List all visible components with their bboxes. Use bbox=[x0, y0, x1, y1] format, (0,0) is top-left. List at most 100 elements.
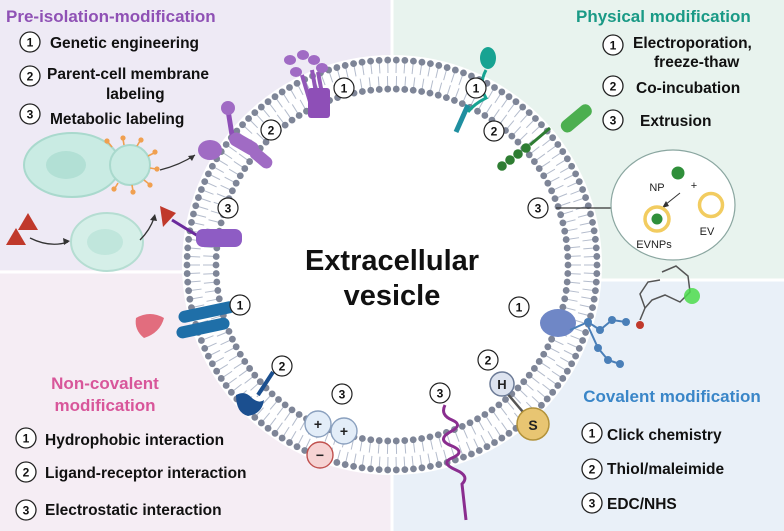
number-badge bbox=[581, 422, 603, 444]
membrane-marker-circle bbox=[527, 197, 549, 219]
membrane-marker-label: 2 bbox=[485, 354, 492, 368]
electroporation-molecule bbox=[453, 47, 496, 134]
covalent-item-1: 1 Click chemistry bbox=[581, 422, 722, 444]
physical-item-1: 1 Electroporation, freeze-thaw bbox=[602, 34, 752, 71]
metabolite-triangle bbox=[6, 228, 26, 245]
pre-isolation-item-1-label: Genetic engineering bbox=[50, 35, 199, 52]
inset-arrow-head bbox=[662, 201, 669, 208]
number-badge bbox=[581, 458, 603, 480]
covalent-item-2: 2 Thiol/maleimide bbox=[581, 458, 725, 480]
non-covalent-item-3: 3 Electrostatic interaction bbox=[15, 499, 222, 521]
pre-isolation-item-3-label: Metabolic labeling bbox=[50, 111, 184, 128]
membrane-marker: 3 bbox=[217, 197, 239, 219]
arrow-head bbox=[150, 214, 157, 221]
cell-nucleus bbox=[87, 229, 123, 255]
ligand-receptor bbox=[236, 370, 275, 416]
physical-item-1-label-line1: Electroporation, bbox=[633, 35, 752, 52]
pre-isolation-item-2-label-line1: Parent-cell membrane bbox=[47, 66, 209, 83]
metabolite-triangle bbox=[18, 213, 38, 230]
metabolic-labeling-illustration bbox=[6, 206, 176, 272]
number-badge-label: 2 bbox=[23, 466, 30, 480]
membrane-marker: 1 bbox=[333, 77, 355, 99]
number-badge-label: 3 bbox=[27, 108, 34, 122]
non-covalent-title-line1: Non-covalent bbox=[51, 374, 159, 393]
inset-arrow bbox=[664, 192, 681, 206]
number-badge-label: 3 bbox=[589, 497, 596, 511]
membrane-marker-circle bbox=[331, 383, 353, 405]
membrane-marker: 2 bbox=[271, 355, 293, 377]
membrane-marker-label: 2 bbox=[491, 125, 498, 139]
membrane-marker-circle bbox=[429, 382, 451, 404]
physical-item-3-label: Extrusion bbox=[640, 113, 711, 130]
membrane-marker-circle bbox=[508, 296, 530, 318]
negative-charge-label: − bbox=[316, 447, 324, 463]
number-badge bbox=[602, 34, 624, 56]
number-badge bbox=[19, 103, 41, 125]
membrane-marker: 2 bbox=[483, 120, 505, 142]
membrane-marker-label: 3 bbox=[535, 202, 542, 216]
number-badge bbox=[581, 492, 603, 514]
membrane-marker-label: 3 bbox=[225, 202, 232, 216]
positive-charge-label: + bbox=[314, 416, 322, 432]
number-badge-label: 1 bbox=[610, 39, 617, 53]
covalent-item-1-label: Click chemistry bbox=[607, 427, 722, 444]
membrane-marker-label: 1 bbox=[237, 299, 244, 313]
center-title-line2: vesicle bbox=[344, 280, 441, 312]
thiol-maleimide: H S bbox=[489, 371, 550, 441]
budding-vesicle bbox=[109, 144, 151, 186]
membrane-marker-label: 1 bbox=[341, 82, 348, 96]
arrow-head bbox=[188, 155, 195, 161]
number-badge-label: 1 bbox=[27, 36, 34, 50]
evnps-label: EVNPs bbox=[636, 239, 672, 251]
positive-charge bbox=[304, 410, 332, 438]
h-circle bbox=[489, 371, 515, 397]
number-badge-label: 3 bbox=[23, 504, 30, 518]
pre-isolation-item-2: 2 Parent-cell membrane labeling bbox=[19, 65, 209, 103]
membrane-marker: 1 bbox=[229, 294, 251, 316]
membrane-label-dots bbox=[104, 135, 160, 195]
physical-item-1-label-line2: freeze-thaw bbox=[654, 54, 740, 71]
arrow-head bbox=[63, 238, 70, 245]
number-badge bbox=[19, 65, 41, 87]
membrane-marker-label: 3 bbox=[339, 388, 346, 402]
charge-particles: + + − bbox=[304, 410, 358, 469]
nanoparticle bbox=[671, 166, 685, 180]
physical-item-2: 2 Co-incubation bbox=[602, 75, 740, 97]
pre-isolation-title: Pre-isolation-modification bbox=[6, 7, 216, 26]
pre-isolation-item-2-label-line2: labeling bbox=[106, 86, 165, 103]
membrane-marker-label: 2 bbox=[268, 124, 275, 138]
membrane-marker: 3 bbox=[429, 382, 451, 404]
membrane-marker-label: 1 bbox=[473, 82, 480, 96]
membrane-marker-circle bbox=[465, 77, 487, 99]
fluorescent-tag bbox=[684, 288, 700, 304]
number-badge bbox=[15, 427, 37, 449]
membrane-marker: 1 bbox=[508, 296, 530, 318]
s-circle bbox=[516, 407, 550, 441]
covalent-title: Covalent modification bbox=[583, 387, 761, 406]
ev-label: EV bbox=[700, 226, 715, 238]
membrane-marker-circle bbox=[229, 294, 251, 316]
number-badge-label: 1 bbox=[23, 432, 30, 446]
plus-label: + bbox=[691, 180, 697, 192]
evnp-core bbox=[651, 213, 663, 225]
extrusion-inset: NP + EVNPs EV bbox=[556, 149, 736, 261]
membrane-marker: 2 bbox=[477, 349, 499, 371]
vesicle-lumen bbox=[221, 94, 563, 436]
membrane-marker: 1 bbox=[465, 77, 487, 99]
number-badge-label: 2 bbox=[610, 80, 617, 94]
click-chemistry-molecule bbox=[540, 265, 700, 368]
membrane-marker-label: 1 bbox=[516, 301, 523, 315]
number-badge bbox=[19, 31, 41, 53]
membrane-marker: 3 bbox=[331, 383, 353, 405]
membrane-marker: 2 bbox=[260, 119, 282, 141]
parent-cell-nucleus bbox=[46, 151, 86, 179]
number-badge-label: 1 bbox=[589, 427, 596, 441]
number-badge bbox=[15, 461, 37, 483]
ev-particle bbox=[697, 191, 725, 219]
metabolite-triangle-membrane bbox=[160, 206, 176, 227]
covalent-item-2-label: Thiol/maleimide bbox=[607, 461, 725, 478]
metabolic-label-molecule bbox=[171, 218, 242, 247]
pre-isolation-item-3: 3 Metabolic labeling bbox=[19, 103, 184, 128]
